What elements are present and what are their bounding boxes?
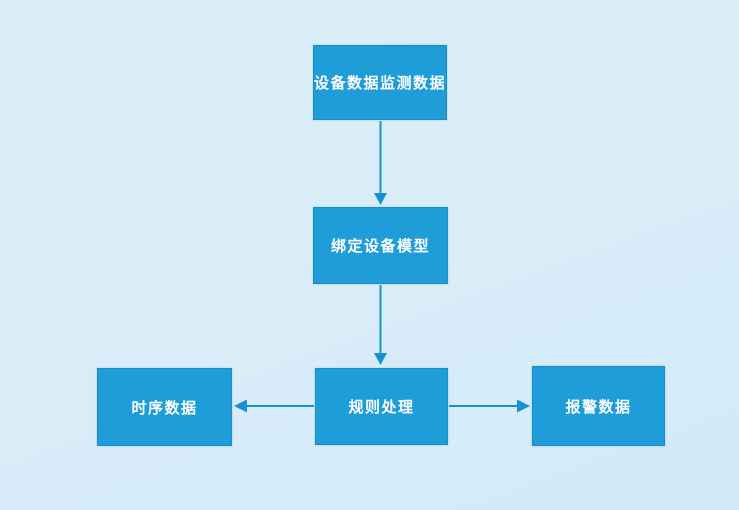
node-rule-processing: 规则处理 [315, 368, 448, 445]
edge-rule-processing-to-alarm [449, 399, 530, 413]
node-alarm-data: 报警数据 [532, 366, 665, 446]
node-timeseries-data-label: 时序数据 [131, 399, 198, 417]
node-device-monitor-data-label: 设备数据监测数据 [314, 75, 447, 92]
node-device-monitor-data: 设备数据监测数据 [313, 45, 447, 120]
edge-bind-model-to-rule-processing [374, 285, 387, 365]
node-bind-device-model-label: 绑定设备模型 [330, 238, 430, 255]
node-timeseries-data: 时序数据 [97, 368, 232, 446]
edge-rule-processing-to-timeseries [234, 399, 314, 413]
node-rule-processing-label: 规则处理 [348, 399, 415, 416]
node-alarm-data-label: 报警数据 [565, 398, 632, 416]
edge-device-data-to-bind-model [374, 121, 387, 205]
node-bind-device-model: 绑定设备模型 [313, 207, 448, 284]
